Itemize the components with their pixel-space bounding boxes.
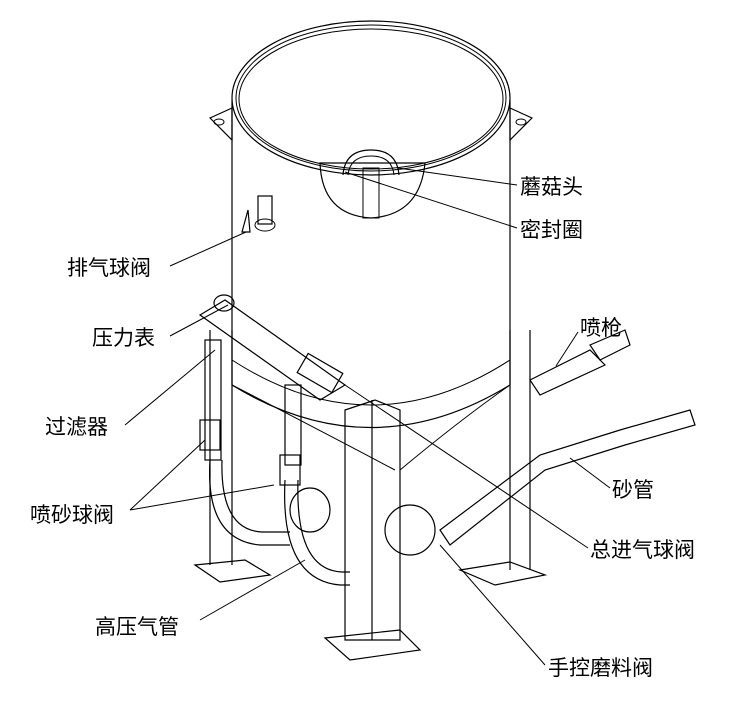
label-manual-abrasive-valve: 手控磨料阀: [548, 656, 653, 680]
label-main-inlet-ball-valve: 总进气球阀: [590, 538, 695, 562]
label-spray-gun: 喷枪: [580, 316, 622, 340]
label-high-pressure-hose: 高压气管: [95, 615, 179, 639]
label-exhaust-ball-valve: 排气球阀: [67, 256, 151, 280]
exhaust-valve: [241, 195, 276, 233]
label-blast-ball-valve: 喷砂球阀: [30, 503, 114, 527]
label-mushroom-head: 蘑菇头: [520, 175, 583, 199]
label-seal-ring: 密封圈: [520, 218, 583, 242]
label-filter: 过滤器: [45, 415, 108, 439]
tank: [208, 20, 534, 471]
label-pressure-gauge: 压力表: [92, 326, 155, 350]
spray-gun-and-sand-pipe: [439, 329, 696, 546]
mushroom-head-assembly: [319, 149, 426, 219]
label-sand-pipe: 砂管: [612, 478, 654, 502]
leader-lines: [124, 167, 611, 666]
legs: [193, 330, 548, 661]
